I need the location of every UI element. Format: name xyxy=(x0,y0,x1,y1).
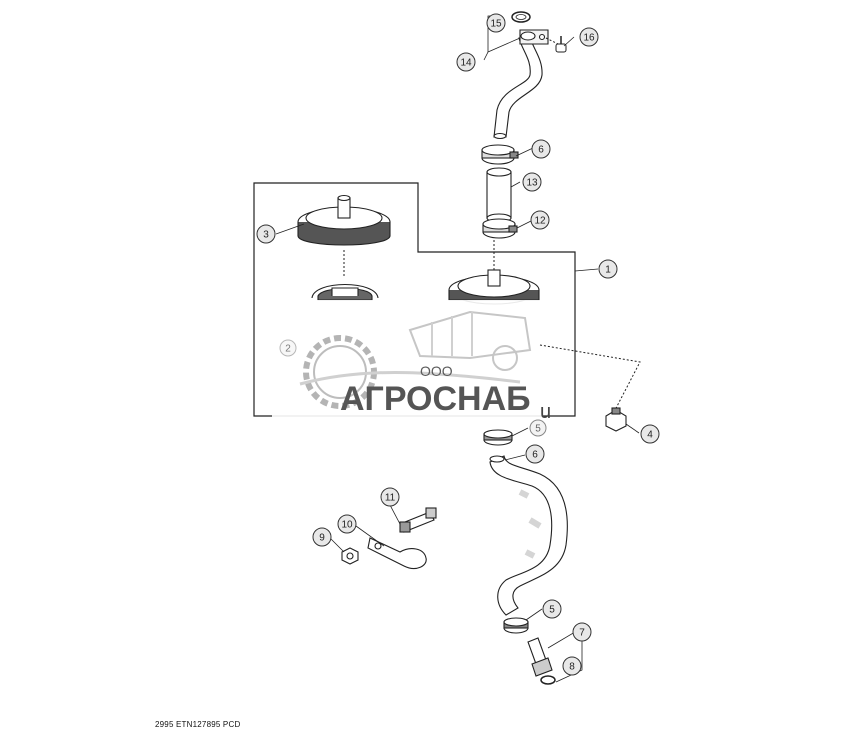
callout-label: 4 xyxy=(647,430,653,441)
watermark-trailing: u xyxy=(540,401,551,423)
callout-label: 13 xyxy=(526,178,538,189)
callout-11: 11 xyxy=(380,487,400,507)
callout-14: 14 xyxy=(456,52,476,72)
callout-label: 1 xyxy=(605,265,611,276)
hex-nut xyxy=(341,547,359,565)
screw-top xyxy=(555,36,567,53)
callout-6: 6 xyxy=(531,139,551,159)
callout-label: 12 xyxy=(534,216,546,227)
hose-clamp-middle xyxy=(482,218,518,239)
callout-9: 9 xyxy=(312,527,332,547)
callout-label: 15 xyxy=(490,19,502,30)
callout-8: 8 xyxy=(562,656,582,676)
assembly-frame xyxy=(253,182,576,417)
callout-label: 5 xyxy=(549,605,555,616)
callout-label: 6 xyxy=(538,145,544,156)
callout-5: 5 xyxy=(529,419,547,437)
elbow-fitting xyxy=(527,637,553,677)
upper-elbow-pipe xyxy=(493,29,549,140)
callout-3: 3 xyxy=(256,224,276,244)
callout-label: 6 xyxy=(532,450,538,461)
callout-5-lower: 5 xyxy=(542,599,562,619)
callout-label: 9 xyxy=(319,533,325,544)
straight-hose xyxy=(486,167,512,223)
callout-7: 7 xyxy=(572,622,592,642)
callout-label: 16 xyxy=(583,33,595,44)
callout-label: 2 xyxy=(285,344,291,355)
quick-connector xyxy=(399,507,437,533)
callout-1: 1 xyxy=(598,259,618,279)
callout-2: 2 xyxy=(279,339,297,357)
callout-16: 16 xyxy=(579,27,599,47)
callout-12: 12 xyxy=(530,210,550,230)
hex-bolt xyxy=(605,407,627,432)
watermark-prefix: ООО xyxy=(420,363,453,379)
locking-ring-left xyxy=(311,283,379,301)
hose-clamp-bottom xyxy=(503,617,529,634)
tank-cap-right xyxy=(448,269,540,305)
mounting-clip xyxy=(367,537,427,569)
watermark-company: АГРОСНАБ xyxy=(340,380,531,418)
callout-label: 14 xyxy=(460,58,472,69)
callout-4: 4 xyxy=(640,424,660,444)
callout-6-lower: 6 xyxy=(525,444,545,464)
hose-clamp-lower-top xyxy=(483,429,513,446)
callout-10: 10 xyxy=(337,514,357,534)
o-ring-top xyxy=(511,11,531,23)
leader-lines xyxy=(275,15,640,683)
filler-cap xyxy=(297,194,391,246)
hose-clamp-upper xyxy=(481,144,519,165)
o-ring-bottom xyxy=(540,675,556,685)
callout-label: 11 xyxy=(385,493,396,504)
callout-label: 7 xyxy=(579,628,585,639)
callout-13: 13 xyxy=(522,172,542,192)
callout-label: 5 xyxy=(535,424,541,435)
callout-label: 8 xyxy=(569,662,575,673)
callout-label: 3 xyxy=(263,230,269,241)
lower-curved-hose xyxy=(489,455,568,616)
watermark-logo xyxy=(299,310,532,409)
callout-15: 15 xyxy=(486,13,506,33)
callout-label: 10 xyxy=(341,520,353,531)
figure-code: 2995 ETN127895 PCD xyxy=(155,720,241,729)
